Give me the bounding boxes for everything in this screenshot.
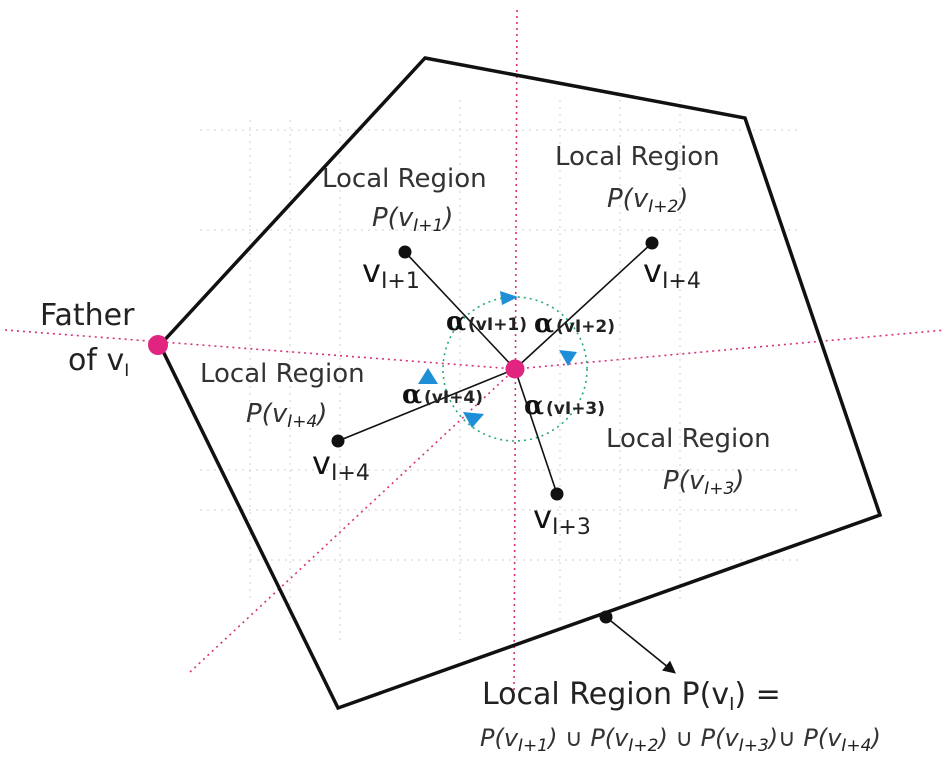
svg-text:P(vI+4): P(vI+4) xyxy=(246,399,327,432)
father-sub: I xyxy=(124,361,129,381)
spoke-i4 xyxy=(337,368,516,442)
direction-markers xyxy=(418,291,577,428)
svg-text:Local Region: Local Region xyxy=(555,142,720,172)
angle-label-i3: α(vI+3) xyxy=(524,391,605,421)
spoke-i1 xyxy=(404,251,516,370)
angle-label-i1: α(vI+1) xyxy=(446,307,527,337)
spokes xyxy=(337,242,653,495)
center-node xyxy=(505,359,525,379)
region-label-i1: Local Region P(vI+1) xyxy=(322,164,487,236)
father-line1: Father xyxy=(40,298,135,333)
triangle-marker xyxy=(500,291,518,305)
spoke-i3 xyxy=(514,368,558,495)
boundary-node xyxy=(599,610,613,624)
vertex-label-i3: vI+3 xyxy=(533,498,591,540)
vertex-node xyxy=(645,236,659,250)
svg-text:Local Region: Local Region xyxy=(200,359,365,389)
svg-text:Local Region: Local Region xyxy=(606,424,771,454)
vertex-label-i1: vI+1 xyxy=(362,252,420,294)
spoke-i2 xyxy=(514,242,653,370)
vertex-label-i2: vI+4 xyxy=(643,252,701,294)
pointer-arrow xyxy=(605,616,676,674)
triangle-marker xyxy=(463,412,484,428)
nodes xyxy=(148,236,659,624)
angle-arc xyxy=(442,296,588,442)
vertex-node xyxy=(331,434,345,448)
father-label: Father of vI xyxy=(40,298,135,381)
guide-lines xyxy=(4,9,946,701)
background-grid xyxy=(200,100,800,640)
vertex-node xyxy=(550,487,564,501)
bottom-title: Local Region P(vI) = xyxy=(482,677,781,715)
svg-text:P(vI+3): P(vI+3) xyxy=(663,466,744,499)
angle-label-i4: α(vI+4) xyxy=(402,380,483,410)
father-node xyxy=(148,335,168,355)
region-label-i3: Local Region P(vI+3) xyxy=(606,424,771,499)
father-line2: of v xyxy=(68,343,124,378)
region-label-i4: Local Region P(vI+4) xyxy=(200,359,365,432)
svg-text:P(vI+1): P(vI+1) xyxy=(372,203,453,236)
vertex-node xyxy=(398,245,412,259)
triangle-marker xyxy=(559,350,577,366)
bottom-union: P(vI+1) ∪ P(vI+2) ∪ P(vI+3)∪ P(vI+4) xyxy=(480,724,881,756)
svg-text:of vI: of vI xyxy=(68,343,129,381)
svg-text:P(vI+2): P(vI+2) xyxy=(607,184,688,217)
vertex-label-i4: vI+4 xyxy=(312,444,370,486)
region-label-i2: Local Region P(vI+2) xyxy=(555,142,720,217)
svg-text:Local Region: Local Region xyxy=(322,164,487,194)
triangle-marker xyxy=(418,368,438,384)
angle-label-i2: α(vI+2) xyxy=(534,309,615,339)
